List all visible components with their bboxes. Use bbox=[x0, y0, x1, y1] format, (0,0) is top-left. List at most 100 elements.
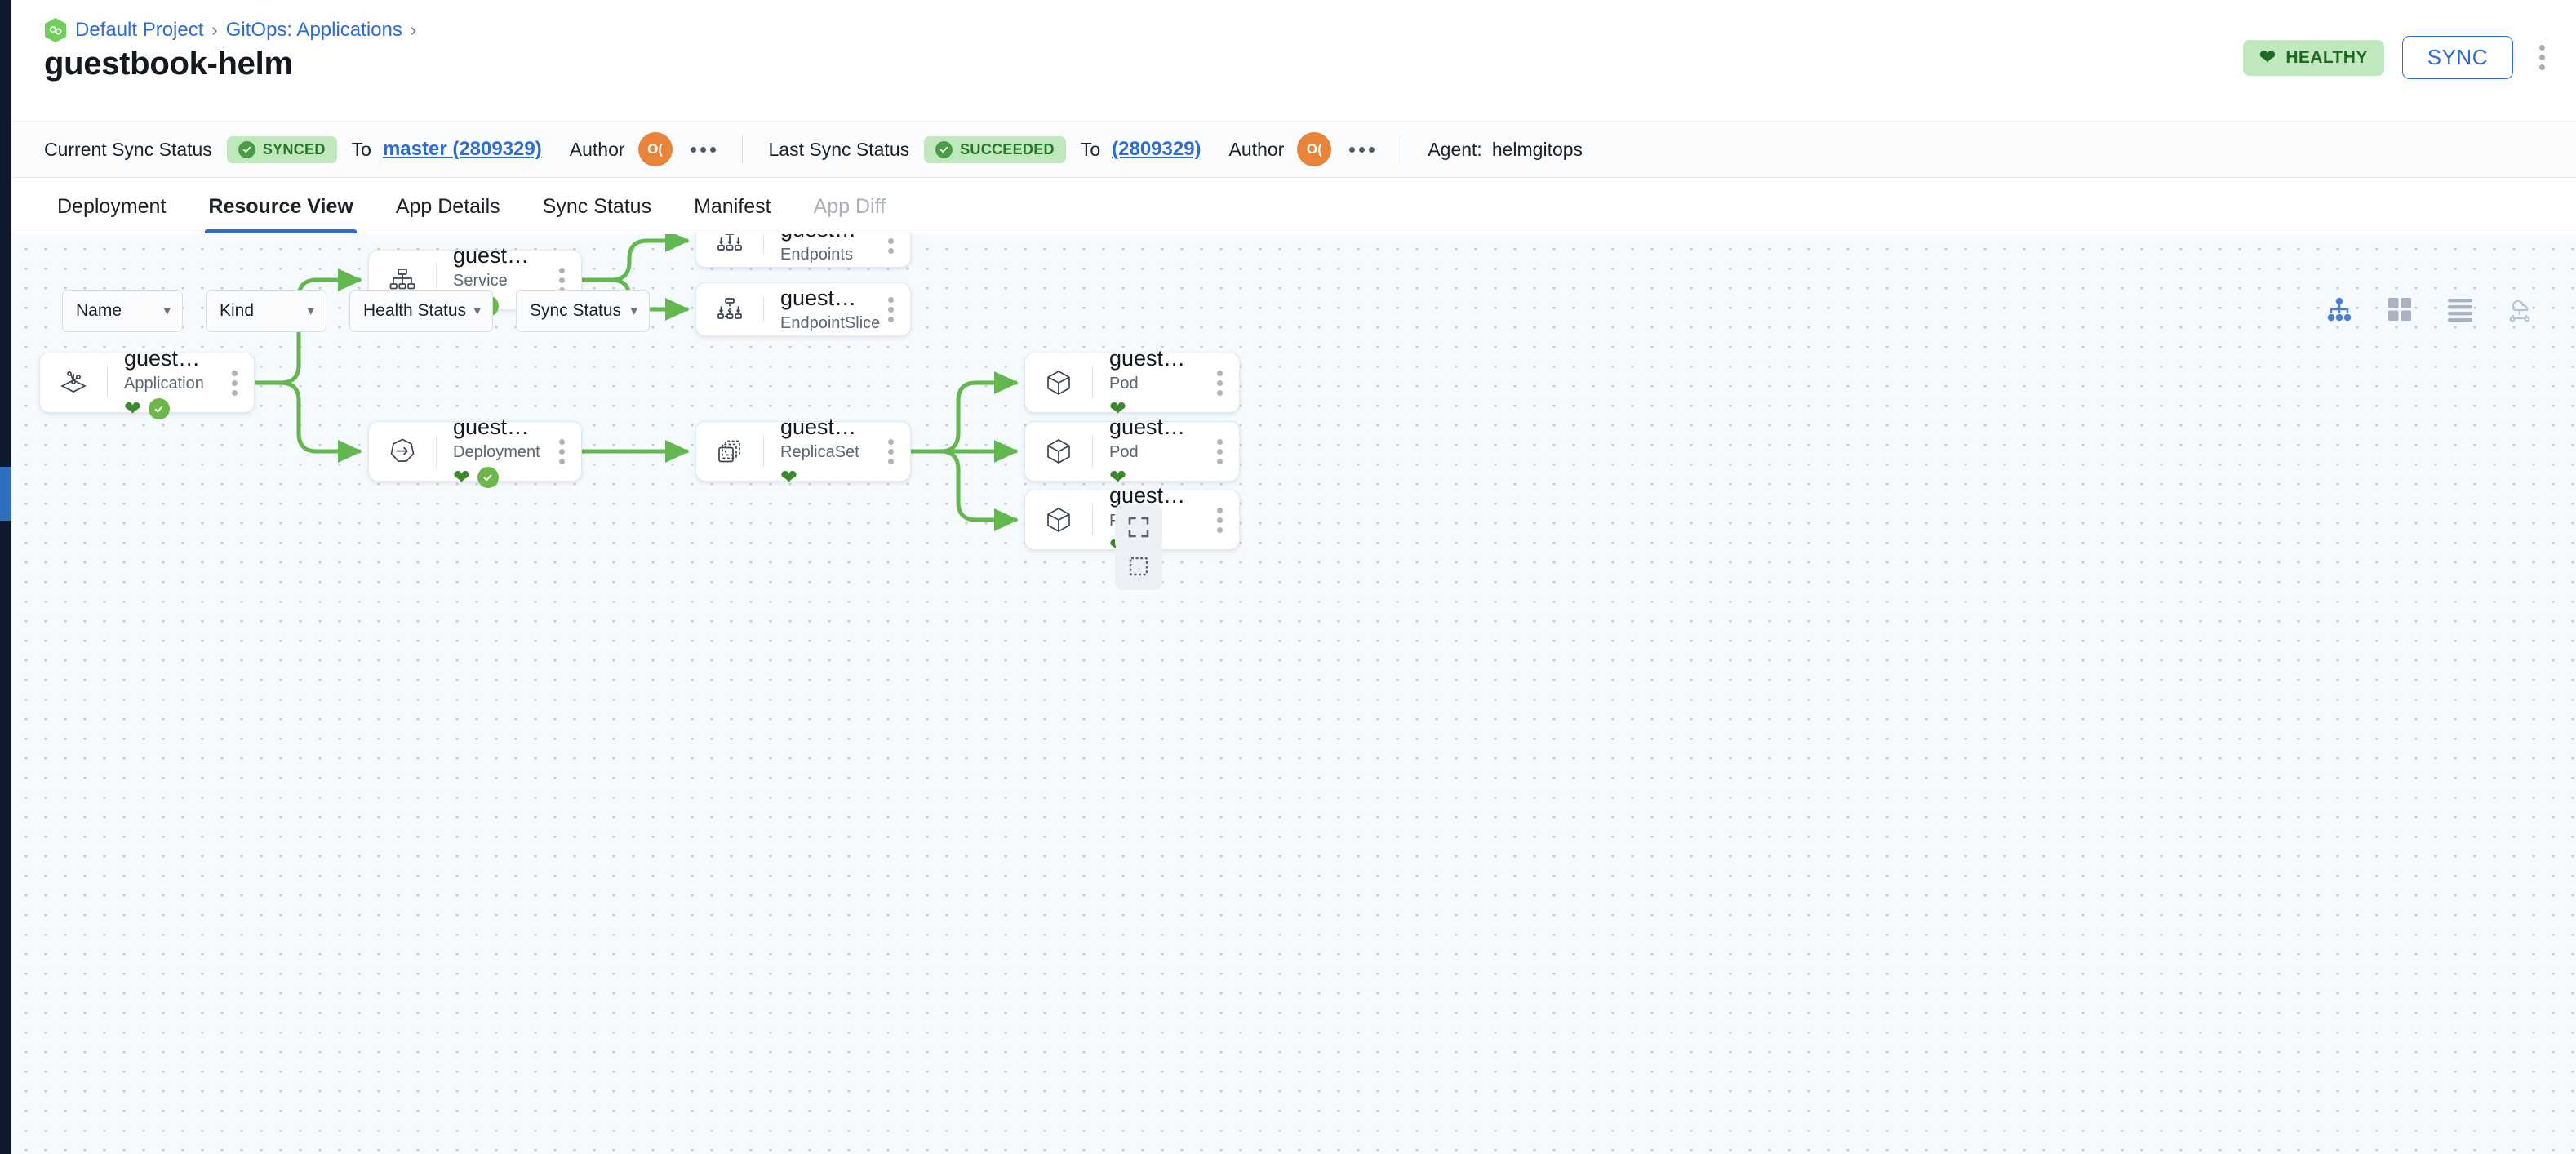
service-icon bbox=[369, 266, 436, 294]
sync-status-bar: Current Sync Status SYNCED To master (28… bbox=[11, 121, 2576, 178]
breadcrumb-separator: › bbox=[410, 20, 417, 40]
node-title: guestbook-helm-helm-g... bbox=[780, 285, 864, 310]
divider bbox=[1092, 366, 1093, 399]
node-menu-icon[interactable] bbox=[1201, 438, 1239, 464]
header-overflow-menu-icon[interactable] bbox=[2531, 40, 2553, 75]
tab-deployment[interactable]: Deployment bbox=[57, 195, 167, 218]
resource-node-pod[interactable]: guestbook-helm-helm-g... Pod ❤ bbox=[1024, 346, 1240, 419]
filter-kind-select[interactable]: Kind ▾ bbox=[206, 290, 326, 332]
chevron-down-icon: ▾ bbox=[630, 303, 637, 318]
check-circle-icon bbox=[477, 467, 499, 489]
application-icon bbox=[40, 368, 107, 397]
divider bbox=[436, 435, 437, 468]
tab-resource-view[interactable]: Resource View bbox=[187, 195, 374, 233]
filter-health-status-label: Health Status bbox=[363, 301, 467, 320]
node-menu-icon[interactable] bbox=[872, 438, 910, 464]
divider bbox=[1092, 435, 1093, 468]
endpoints-icon bbox=[696, 234, 763, 255]
resource-node-pod[interactable]: guestbook-helm-helm-g... Pod ❤ bbox=[1024, 415, 1240, 487]
node-menu-icon[interactable] bbox=[1201, 370, 1239, 396]
node-menu-icon[interactable] bbox=[215, 370, 254, 396]
divider bbox=[763, 234, 764, 254]
last-sync-status-label: Last Sync Status bbox=[768, 138, 910, 160]
node-kind: Service bbox=[453, 272, 508, 291]
resource-node-endpointslice[interactable]: guestbook-helm-helm-g... EndpointSlice bbox=[695, 282, 911, 336]
current-to-label: To bbox=[351, 138, 371, 160]
resource-node-deployment[interactable]: guestbook-helm-helm-g... Deployment ❤ bbox=[368, 415, 582, 489]
node-title: guestbook-helm-helm-g... bbox=[453, 242, 535, 268]
tab-manifest[interactable]: Manifest bbox=[694, 195, 771, 218]
node-kind: ReplicaSet bbox=[780, 443, 859, 462]
check-circle-icon bbox=[238, 140, 255, 158]
node-kind: EndpointSlice bbox=[780, 314, 881, 333]
node-menu-icon[interactable] bbox=[1201, 507, 1239, 533]
resource-node-replicaset[interactable]: guestbook-helm-helm-g... ReplicaSet ❤ bbox=[695, 415, 911, 487]
node-menu-icon[interactable] bbox=[543, 438, 581, 464]
pod-icon bbox=[1025, 437, 1092, 465]
node-menu-icon[interactable] bbox=[543, 267, 581, 293]
current-more-icon[interactable] bbox=[690, 146, 716, 153]
node-kind: Endpoints bbox=[780, 246, 853, 264]
node-kind: Application bbox=[124, 375, 204, 393]
left-rail-active-indicator bbox=[0, 467, 11, 521]
selection-box-button[interactable] bbox=[1115, 543, 1162, 590]
list-view-icon[interactable] bbox=[2442, 291, 2478, 327]
chevron-down-icon: ▾ bbox=[163, 303, 171, 318]
node-menu-icon[interactable] bbox=[872, 234, 910, 254]
current-sync-status-label: Current Sync Status bbox=[44, 138, 212, 160]
node-title: guestbook-helm-helm-g... bbox=[780, 234, 864, 242]
network-view-icon[interactable] bbox=[2503, 291, 2538, 327]
grid-view-icon[interactable] bbox=[2382, 291, 2418, 327]
node-menu-icon[interactable] bbox=[872, 296, 910, 322]
filter-bar: Name ▾ Kind ▾ Health Status ▾ Sync Statu… bbox=[62, 290, 650, 332]
deployment-icon bbox=[369, 437, 436, 466]
resource-node-endpoints[interactable]: guestbook-helm-helm-g... Endpoints bbox=[695, 234, 911, 268]
chevron-down-icon: ▾ bbox=[307, 303, 314, 318]
divider bbox=[107, 366, 108, 399]
current-sync-status-text: SYNCED bbox=[262, 140, 326, 158]
last-more-icon[interactable] bbox=[1349, 146, 1375, 153]
last-author-label: Author bbox=[1228, 138, 1285, 160]
page-title: guestbook-helm bbox=[44, 46, 293, 82]
last-revision-link[interactable]: (2809329) bbox=[1112, 138, 1201, 160]
node-status-badges: ❤ bbox=[124, 398, 207, 420]
filter-name-select[interactable]: Name ▾ bbox=[62, 290, 183, 332]
pod-icon bbox=[1025, 506, 1092, 534]
node-title: guestbook-helm-helm-g... bbox=[453, 414, 535, 439]
divider bbox=[1092, 504, 1093, 536]
view-mode-toolbar bbox=[2321, 291, 2538, 327]
tab-app-details[interactable]: App Details bbox=[395, 195, 500, 218]
filter-sync-status-label: Sync Status bbox=[530, 301, 622, 320]
agent-value: helmgitops bbox=[1491, 138, 1583, 160]
node-title: guestbook-helm-helm-g... bbox=[1109, 345, 1193, 371]
resource-node-application[interactable]: guestbook-helm Application ❤ bbox=[39, 346, 255, 420]
tab-bar: Deployment Resource View App Details Syn… bbox=[11, 179, 2576, 233]
avatar: O( bbox=[1297, 132, 1332, 166]
page-header: Default Project › GitOps: Applications ›… bbox=[11, 0, 2576, 121]
last-sync-status-chip: SUCCEEDED bbox=[924, 135, 1066, 163]
filter-name-label: Name bbox=[76, 301, 122, 320]
tab-app-diff: App Diff bbox=[813, 195, 886, 218]
agent-label: Agent: bbox=[1428, 138, 1482, 160]
status-badge-healthy: ❤ HEALTHY bbox=[2242, 39, 2384, 76]
tab-sync-status[interactable]: Sync Status bbox=[542, 195, 652, 218]
divider bbox=[741, 135, 743, 163]
sync-button[interactable]: SYNC bbox=[2401, 36, 2513, 79]
chevron-down-icon: ▾ bbox=[473, 303, 481, 318]
avatar: O( bbox=[637, 132, 673, 166]
replicaset-icon bbox=[696, 437, 763, 465]
resource-tree-canvas[interactable]: Name ▾ Kind ▾ Health Status ▾ Sync Statu… bbox=[11, 234, 2576, 1154]
node-status-badges: ❤ bbox=[453, 467, 535, 489]
node-status-badges: ❤ bbox=[780, 467, 864, 488]
node-status-badges: ❤ bbox=[1109, 467, 1193, 488]
current-revision-link[interactable]: master (2809329) bbox=[382, 138, 542, 160]
last-to-label: To bbox=[1080, 138, 1101, 160]
filter-sync-status-select[interactable]: Sync Status ▾ bbox=[516, 290, 650, 332]
breadcrumb-item-gitops-applications[interactable]: GitOps: Applications bbox=[225, 19, 402, 41]
breadcrumb-item-default-project[interactable]: Default Project bbox=[75, 19, 204, 41]
filter-health-status-select[interactable]: Health Status ▾ bbox=[349, 290, 493, 332]
heart-icon: ❤ bbox=[1109, 465, 1126, 489]
tree-view-icon[interactable] bbox=[2321, 291, 2357, 327]
node-title: guestbook-helm-helm-g... bbox=[1109, 414, 1193, 439]
breadcrumb-separator: › bbox=[211, 20, 218, 40]
